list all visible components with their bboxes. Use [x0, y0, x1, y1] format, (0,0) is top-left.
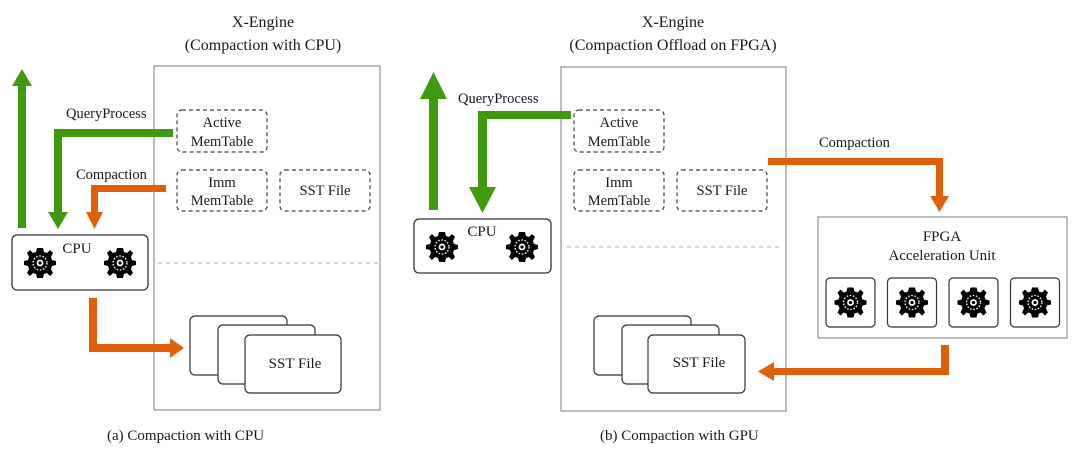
imm-memtable-line1: Imm — [208, 175, 236, 191]
cpu-box: CPU — [413, 218, 552, 274]
fpga-label: FPGA — [923, 229, 962, 245]
imm-memtable-line2: MemTable — [588, 193, 651, 209]
imm-memtable-line2: MemTable — [191, 193, 254, 209]
fpga-units — [825, 277, 1061, 328]
sst-file-dashed-label: SST File — [697, 183, 748, 199]
panel-b: X-Engine (Compaction Offload on FPGA) Ac… — [413, 14, 1068, 444]
query-process-arrow — [48, 129, 173, 229]
sst-file-dashed-label: SST File — [300, 183, 351, 199]
compaction-arrow-to-fpga — [768, 158, 949, 212]
gear-icon — [425, 231, 459, 263]
cpu-box: CPU — [11, 234, 149, 291]
panel-b-title: X-Engine — [642, 14, 704, 31]
imm-memtable-line1: Imm — [605, 175, 633, 191]
gear-icon — [895, 286, 929, 319]
fpga-acceleration-unit: FPGA Acceleration Unit — [817, 216, 1068, 339]
gear-icon — [23, 247, 57, 279]
active-memtable: Active MemTable — [176, 109, 268, 153]
imm-memtable: Imm MemTable — [176, 169, 268, 212]
query-output-arrow — [420, 72, 447, 210]
query-process-label: QueryProcess — [66, 106, 147, 122]
fpga-compute-unit — [948, 277, 999, 328]
compaction-arrow-to-cpu — [86, 185, 166, 229]
x-engine-frame — [560, 66, 787, 412]
sst-file-stack: SST File — [189, 315, 342, 394]
active-memtable-line2: MemTable — [588, 134, 651, 150]
gear-icon — [505, 231, 539, 263]
cpu-label: CPU — [467, 224, 496, 240]
imm-memtable: Imm MemTable — [573, 169, 665, 212]
gear-icon — [833, 286, 868, 319]
gear-icon — [956, 286, 991, 319]
compaction-label: Compaction — [819, 135, 891, 151]
fpga-sublabel: Acceleration Unit — [888, 248, 996, 264]
query-output-arrow — [12, 69, 32, 228]
active-memtable: Active MemTable — [573, 109, 665, 153]
panel-b-subtitle: (Compaction Offload on FPGA) — [569, 37, 776, 54]
x-engine-frame — [153, 65, 381, 411]
sst-file-stack-label: SST File — [269, 356, 322, 372]
panel-a: X-Engine (Compaction with CPU) Active Me… — [11, 14, 381, 444]
caption-b: (b) Compaction with GPU — [600, 428, 759, 444]
fpga-compute-unit — [825, 277, 876, 328]
sst-file-stack: SST File — [593, 315, 746, 394]
fpga-compute-unit — [886, 277, 938, 328]
fpga-compute-unit — [1009, 277, 1061, 328]
caption-a: (a) Compaction with CPU — [107, 428, 264, 444]
query-process-arrow — [469, 111, 571, 213]
active-memtable-line1: Active — [203, 115, 242, 131]
panel-a-subtitle: (Compaction with CPU) — [185, 37, 341, 54]
compaction-arrow-to-sst — [758, 345, 949, 381]
gear-icon — [103, 247, 137, 279]
sst-file-stack-label: SST File — [673, 355, 726, 371]
sst-file-dashed: SST File — [676, 169, 768, 212]
panel-a-title: X-Engine — [232, 14, 294, 31]
compaction-label: Compaction — [76, 167, 148, 183]
sst-file-dashed: SST File — [279, 169, 371, 212]
active-memtable-line2: MemTable — [191, 134, 254, 150]
gear-icon — [1018, 286, 1052, 319]
compaction-arrow-to-sst — [89, 298, 184, 358]
query-process-label: QueryProcess — [458, 91, 539, 107]
active-memtable-line1: Active — [600, 115, 639, 131]
cpu-label: CPU — [62, 241, 91, 257]
